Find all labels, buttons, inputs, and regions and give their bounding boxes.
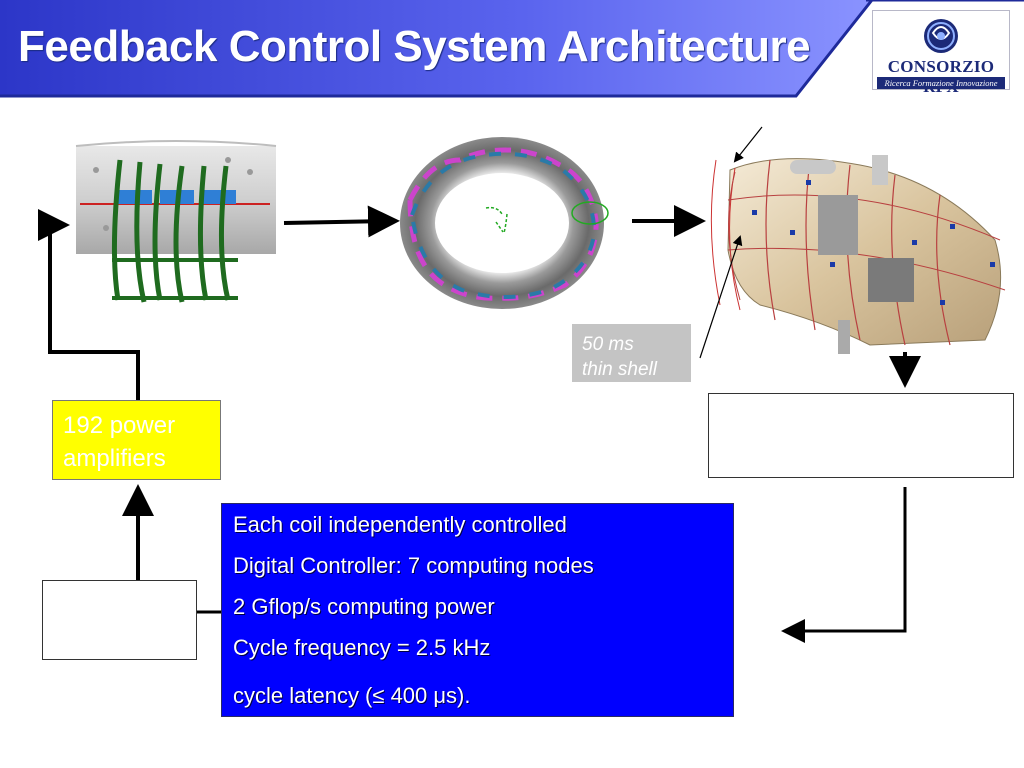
thin-shell-image bbox=[710, 155, 1006, 354]
info-line-coils: Each coil independently controlled bbox=[233, 512, 567, 537]
info-line-gflops: 2 Gflop/s computing power bbox=[233, 594, 495, 619]
logo-tagline: Ricerca Formazione Innovazione bbox=[877, 77, 1005, 89]
info-line-nodes: Digital Controller: 7 computing nodes bbox=[233, 553, 594, 578]
consorzio-rfx-logo: CONSORZIO RFX Ricerca Formazione Innovaz… bbox=[872, 10, 1010, 96]
shell-pointer-line-bottom bbox=[699, 235, 743, 359]
plasma-torus-image bbox=[400, 137, 609, 309]
amplifiers-label-line2: amplifiers bbox=[63, 445, 166, 472]
thin-shell-label: 50 ms thin shell bbox=[572, 324, 691, 382]
shell-label-line2: thin shell bbox=[582, 359, 657, 380]
shell-pointer-line-top bbox=[733, 126, 763, 163]
controller-info-box: Each coil independently controlled Digit… bbox=[221, 503, 734, 717]
logo-emblem-icon bbox=[924, 19, 958, 53]
header-bar bbox=[0, 0, 1024, 98]
arrow-amplifiers-to-coils bbox=[38, 209, 140, 400]
info-line-latency: cycle latency (≤ 400 μs). bbox=[233, 683, 471, 708]
arrow-coils-to-plasma bbox=[283, 205, 400, 238]
amplifiers-label-line1: 192 power bbox=[63, 412, 176, 439]
page-title: Feedback Control System Architecture bbox=[18, 22, 811, 71]
controller-box bbox=[42, 580, 197, 660]
sensors-box bbox=[708, 393, 1014, 478]
shell-label-line1: 50 ms bbox=[582, 334, 634, 355]
arrow-sensors-to-controller bbox=[781, 487, 907, 643]
info-line-frequency: Cycle frequency = 2.5 kHz bbox=[233, 635, 491, 660]
power-amplifiers-box: 192 power amplifiers bbox=[52, 400, 221, 480]
saddle-coils-image bbox=[75, 140, 277, 303]
